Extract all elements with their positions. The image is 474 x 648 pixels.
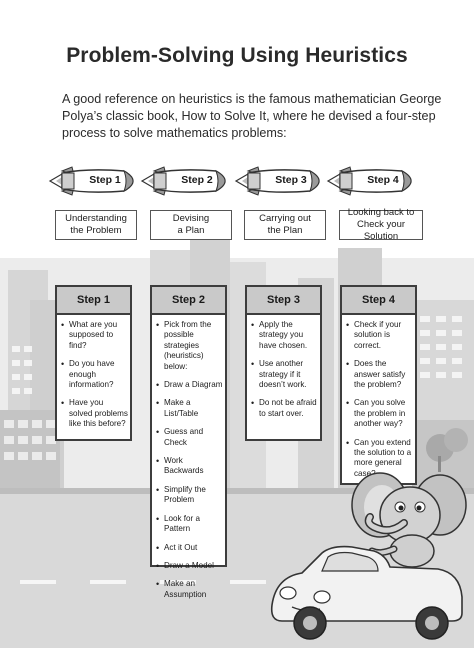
step-column-1: Step 1 What are you supposed to find? Do… (55, 285, 132, 441)
list-item: Act it Out (156, 543, 223, 553)
list-item: Do not be afraid to start over. (251, 398, 318, 419)
list-item: Make a List/Table (156, 398, 223, 419)
rocket-icon (48, 166, 134, 196)
list-item: Have you solved problems like this befor… (61, 398, 128, 429)
rocket-step-1: Step 1 (48, 165, 144, 197)
column-list: Apply the strategy you have chosen. Use … (247, 315, 320, 431)
list-item: Draw a Diagram (156, 380, 223, 390)
list-item: Apply the strategy you have chosen. (251, 320, 318, 351)
list-item: Guess and Check (156, 427, 223, 448)
page-title: Problem-Solving Using Heuristics (66, 44, 408, 67)
rocket-label: Step 2 (181, 174, 213, 186)
list-item: Make an Assumption (156, 579, 223, 600)
column-heading: Step 4 (342, 287, 415, 315)
rocket-label: Step 1 (89, 174, 121, 186)
rocket-icon (140, 166, 226, 196)
column-list: Pick from the possible strategies (heuri… (152, 315, 225, 612)
phase-line-2: Check your Solution (356, 219, 406, 242)
step-column-4: Step 4 Check if your solution is correct… (340, 285, 417, 485)
phase-line-2: the Plan (267, 225, 303, 236)
phase-line-2: the Problem (70, 225, 122, 236)
column-heading: Step 1 (57, 287, 130, 315)
phase-line-1: Carrying out (259, 213, 311, 224)
list-item: Can you extend the solution to a more ge… (346, 438, 413, 480)
rocket-label: Step 3 (275, 174, 307, 186)
column-heading: Step 2 (152, 287, 225, 315)
rocket-label: Step 4 (367, 174, 399, 186)
column-heading: Step 3 (247, 287, 320, 315)
phase-line-1: Understanding (65, 213, 127, 224)
list-item: Does the answer satisfy the problem? (346, 359, 413, 390)
phase-line-1: Looking back to (347, 207, 415, 218)
list-item: Use another strategy if it doesn’t work. (251, 359, 318, 390)
list-item: What are you supposed to find? (61, 320, 128, 351)
list-item: Pick from the possible strategies (heuri… (156, 320, 223, 372)
column-list: What are you supposed to find? Do you ha… (57, 315, 130, 442)
rocket-icon (234, 166, 320, 196)
rocket-icon (326, 166, 412, 196)
list-item: Work Backwards (156, 456, 223, 477)
rocket-step-3: Step 3 (234, 165, 330, 197)
rocket-step-2: Step 2 (140, 165, 236, 197)
list-item: Draw a Model (156, 561, 223, 571)
rocket-step-4: Step 4 (326, 165, 422, 197)
column-list: Check if your solution is correct. Does … (342, 315, 415, 491)
list-item: Can you solve the problem in another way… (346, 398, 413, 429)
list-item: Check if your solution is correct. (346, 320, 413, 351)
step-column-2: Step 2 Pick from the possible strategies… (150, 285, 227, 599)
intro-paragraph: A good reference on heuristics is the fa… (62, 92, 442, 140)
phase-line-2: a Plan (177, 225, 205, 236)
phase-line-1: Devising (172, 213, 210, 224)
list-item: Simplify the Problem (156, 485, 223, 506)
list-item: Look for a Pattern (156, 514, 223, 535)
step-column-3: Step 3 Apply the strategy you have chose… (245, 285, 322, 441)
elephant-car-illustration (270, 472, 467, 640)
list-item: Do you have enough information? (61, 359, 128, 390)
